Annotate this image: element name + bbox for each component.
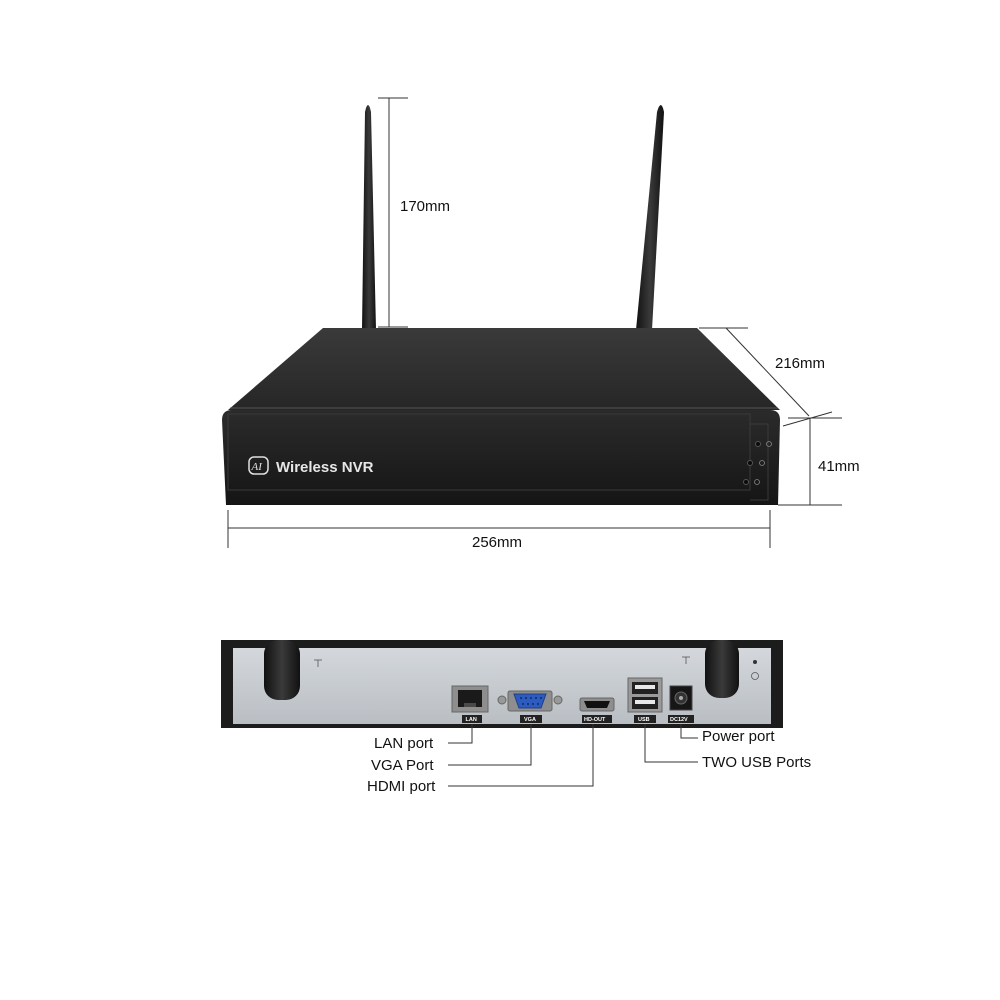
front-view: AI Wireless NVR xyxy=(222,105,780,505)
hdmi-port-callout: HDMI port xyxy=(367,778,436,795)
width-label: 256mm xyxy=(472,534,522,551)
vga-port-callout: VGA Port xyxy=(371,757,434,774)
antenna-height-label: 170mm xyxy=(400,198,450,215)
logo-mark: AI xyxy=(251,461,264,473)
hdmi-port-label: HD-OUT xyxy=(584,717,606,723)
network-indicator-icon xyxy=(759,460,765,466)
callout-lines xyxy=(448,724,698,787)
power-port-callout: Power port xyxy=(702,728,775,745)
dimension-lines xyxy=(227,97,842,548)
lan-port-callout: LAN port xyxy=(374,735,434,752)
left-antenna xyxy=(362,105,376,330)
status-leds xyxy=(743,441,772,485)
lan-port-label: LAN xyxy=(466,717,477,723)
ai-logo-icon: AI xyxy=(248,456,269,475)
usb-port-label: USB xyxy=(638,717,650,723)
hdmi-port: HD-OUT xyxy=(579,697,615,723)
depth-label: 216mm xyxy=(775,355,825,372)
rear-left-antenna xyxy=(264,640,300,700)
chassis-top xyxy=(228,328,780,410)
lan-port: LAN xyxy=(451,685,489,723)
brand-label: Wireless NVR xyxy=(276,459,374,476)
power-indicator-icon xyxy=(766,441,772,447)
right-antenna xyxy=(636,105,664,330)
power-port: DC12V xyxy=(668,685,694,723)
chassis-front xyxy=(222,410,780,505)
vga-port: VGA xyxy=(497,690,563,723)
vga-port-label: VGA xyxy=(524,717,536,723)
hdd-indicator-icon xyxy=(754,479,760,485)
usb-ports: USB xyxy=(627,677,663,723)
power-port-label: DC12V xyxy=(670,717,688,723)
usb-ports-callout: TWO USB Ports xyxy=(702,754,811,771)
rear-view: LAN VGA HD-OUT xyxy=(221,640,783,728)
height-label: 41mm xyxy=(818,458,860,475)
rear-right-antenna xyxy=(705,640,739,698)
